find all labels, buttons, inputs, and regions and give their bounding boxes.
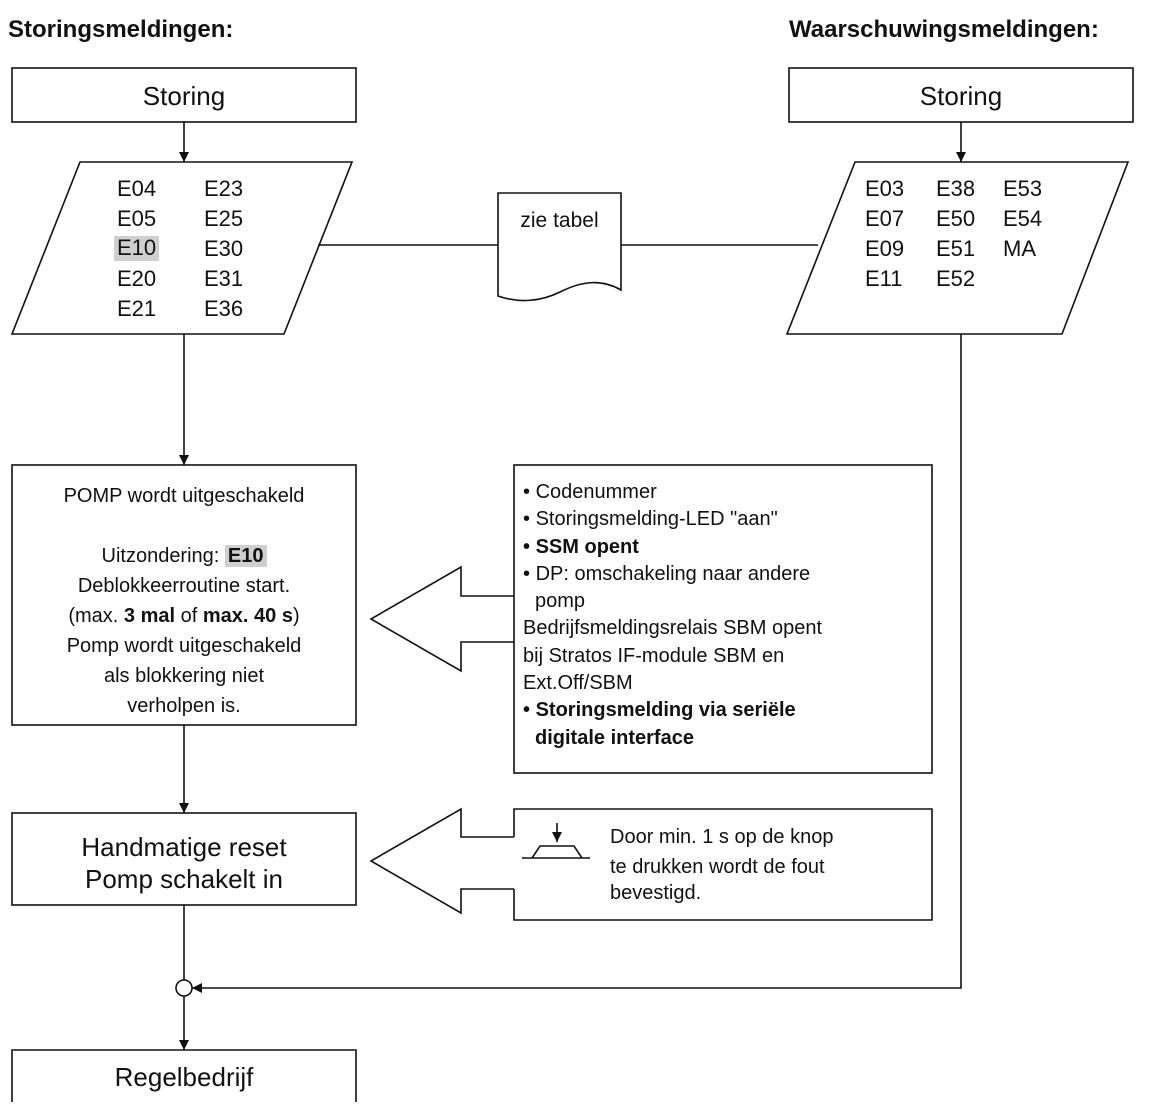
code-item: E25 <box>204 206 244 231</box>
info-item-dp: • DP: omschakeling naar andere <box>523 561 822 588</box>
code-item: E31 <box>204 266 244 291</box>
info-item4-line1: DP: omschakeling naar andere <box>535 562 811 585</box>
left-storing-label: Storing <box>142 81 226 111</box>
code-item: MA <box>1003 236 1036 261</box>
pump-box-spacer <box>12 511 356 541</box>
info-item-dp-cont: pomp <box>535 590 586 613</box>
code-item: E30 <box>204 236 244 261</box>
reset-box-line2: Pomp schakelt in <box>85 864 283 894</box>
code-item: E51 <box>936 236 976 261</box>
info-para-line1: Bedrijfsmeldingsrelais SBM opent <box>523 617 823 640</box>
code-item: E03 <box>865 176 905 201</box>
pump-box-line1: POMP wordt uitgeschakeld <box>63 485 305 507</box>
info-item3-text: SSM opent <box>535 535 639 558</box>
code-item: E21 <box>117 296 157 321</box>
pump-box-line3: Deblokkeerroutine start. <box>77 575 291 597</box>
right-codes-parallelogram <box>785 161 1130 335</box>
line4-bold-count: 3 mal <box>123 605 176 627</box>
code-item: E52 <box>936 266 976 291</box>
info-para-line3: Ext.Off/SBM <box>523 672 633 695</box>
reset-hint-line2: te drukken wordt de fout <box>610 856 825 878</box>
line4-bold-time: max. 40 s <box>202 605 293 627</box>
pump-box-line5: Pomp wordt uitgeschakeld <box>66 635 302 657</box>
reset-box-text: Handmatige reset Pomp schakelt in <box>12 831 356 895</box>
end-box-label: Regelbedrijf <box>114 1062 254 1092</box>
document-label: zie tabel <box>520 209 599 232</box>
reset-hint-line1: Door min. 1 s op de knop <box>610 826 834 848</box>
right-storing-label: Storing <box>919 81 1003 111</box>
line4-pre: (max. <box>68 605 124 627</box>
info-item-serial-cont: digitale interface <box>535 726 694 749</box>
reset-hint-line3: bevestigd. <box>610 882 702 904</box>
info-box <box>513 464 933 774</box>
code-item: E23 <box>204 176 244 201</box>
code-item: E07 <box>865 206 905 231</box>
pump-box-line6: als blokkering niet <box>103 665 265 687</box>
pump-box-exception: Uitzondering: E10 <box>12 541 356 571</box>
code-item: E53 <box>1003 176 1043 201</box>
code-item: E05 <box>117 206 157 231</box>
info-box-content: • Codenummer • Storingsmelding-LED "aan"… <box>523 479 822 752</box>
exception-label: Uitzondering: <box>101 545 225 567</box>
bullet: • <box>523 535 531 558</box>
code-item: E20 <box>117 266 157 291</box>
bullet: • <box>523 508 531 531</box>
document-shape <box>497 192 622 302</box>
line4-post: ) <box>292 605 300 627</box>
line4-mid: of <box>175 605 203 627</box>
bullet: • <box>523 699 531 722</box>
code-item: E11 <box>865 266 903 291</box>
button-symbol-cap <box>531 845 583 859</box>
code-item: E54 <box>1003 206 1043 231</box>
connector-right-to-junction <box>192 334 962 993</box>
info-item-ssm: • SSM opent <box>523 534 822 561</box>
pump-box-line4: (max. 3 mal of max. 40 s) <box>12 601 356 631</box>
info-item1-text: Codenummer <box>535 481 657 503</box>
code-item: E04 <box>117 176 157 201</box>
info-item5-line1: Storingsmelding via seriële <box>535 699 796 722</box>
code-item-highlighted: E10 <box>114 236 160 261</box>
info-item-codenumber: • Codenummer <box>523 479 822 506</box>
info-item-led: • Storingsmelding-LED "aan" <box>523 506 822 533</box>
code-item: E09 <box>865 236 905 261</box>
heading-warning-messages: Waarschuwingsmeldingen: <box>789 16 1099 43</box>
bullet: • <box>523 562 531 585</box>
info-item2-text: Storingsmelding-LED "aan" <box>535 508 778 531</box>
bullet: • <box>523 481 531 503</box>
code-item: E50 <box>936 206 976 231</box>
heading-fault-messages: Storingsmeldingen: <box>8 16 234 43</box>
pump-box-text: POMP wordt uitgeschakeld Uitzondering: E… <box>12 481 356 721</box>
info-para-line2: bij Stratos IF-module SBM en <box>523 644 785 667</box>
info-arrow <box>369 565 514 673</box>
code-item: E38 <box>936 176 976 201</box>
reset-hint-box <box>513 808 933 921</box>
info-item-serial: • Storingsmelding via seriële <box>523 697 822 724</box>
exception-code: E10 <box>224 545 267 567</box>
code-item: E36 <box>204 296 244 321</box>
left-codes-parallelogram <box>10 161 354 335</box>
junction-circle <box>175 979 193 997</box>
reset-hint-text: Door min. 1 s op de knop te drukken word… <box>610 822 833 908</box>
pump-box-line7: verholpen is. <box>127 695 241 717</box>
reset-box-line1: Handmatige reset <box>81 832 287 862</box>
reset-arrow <box>369 807 514 915</box>
